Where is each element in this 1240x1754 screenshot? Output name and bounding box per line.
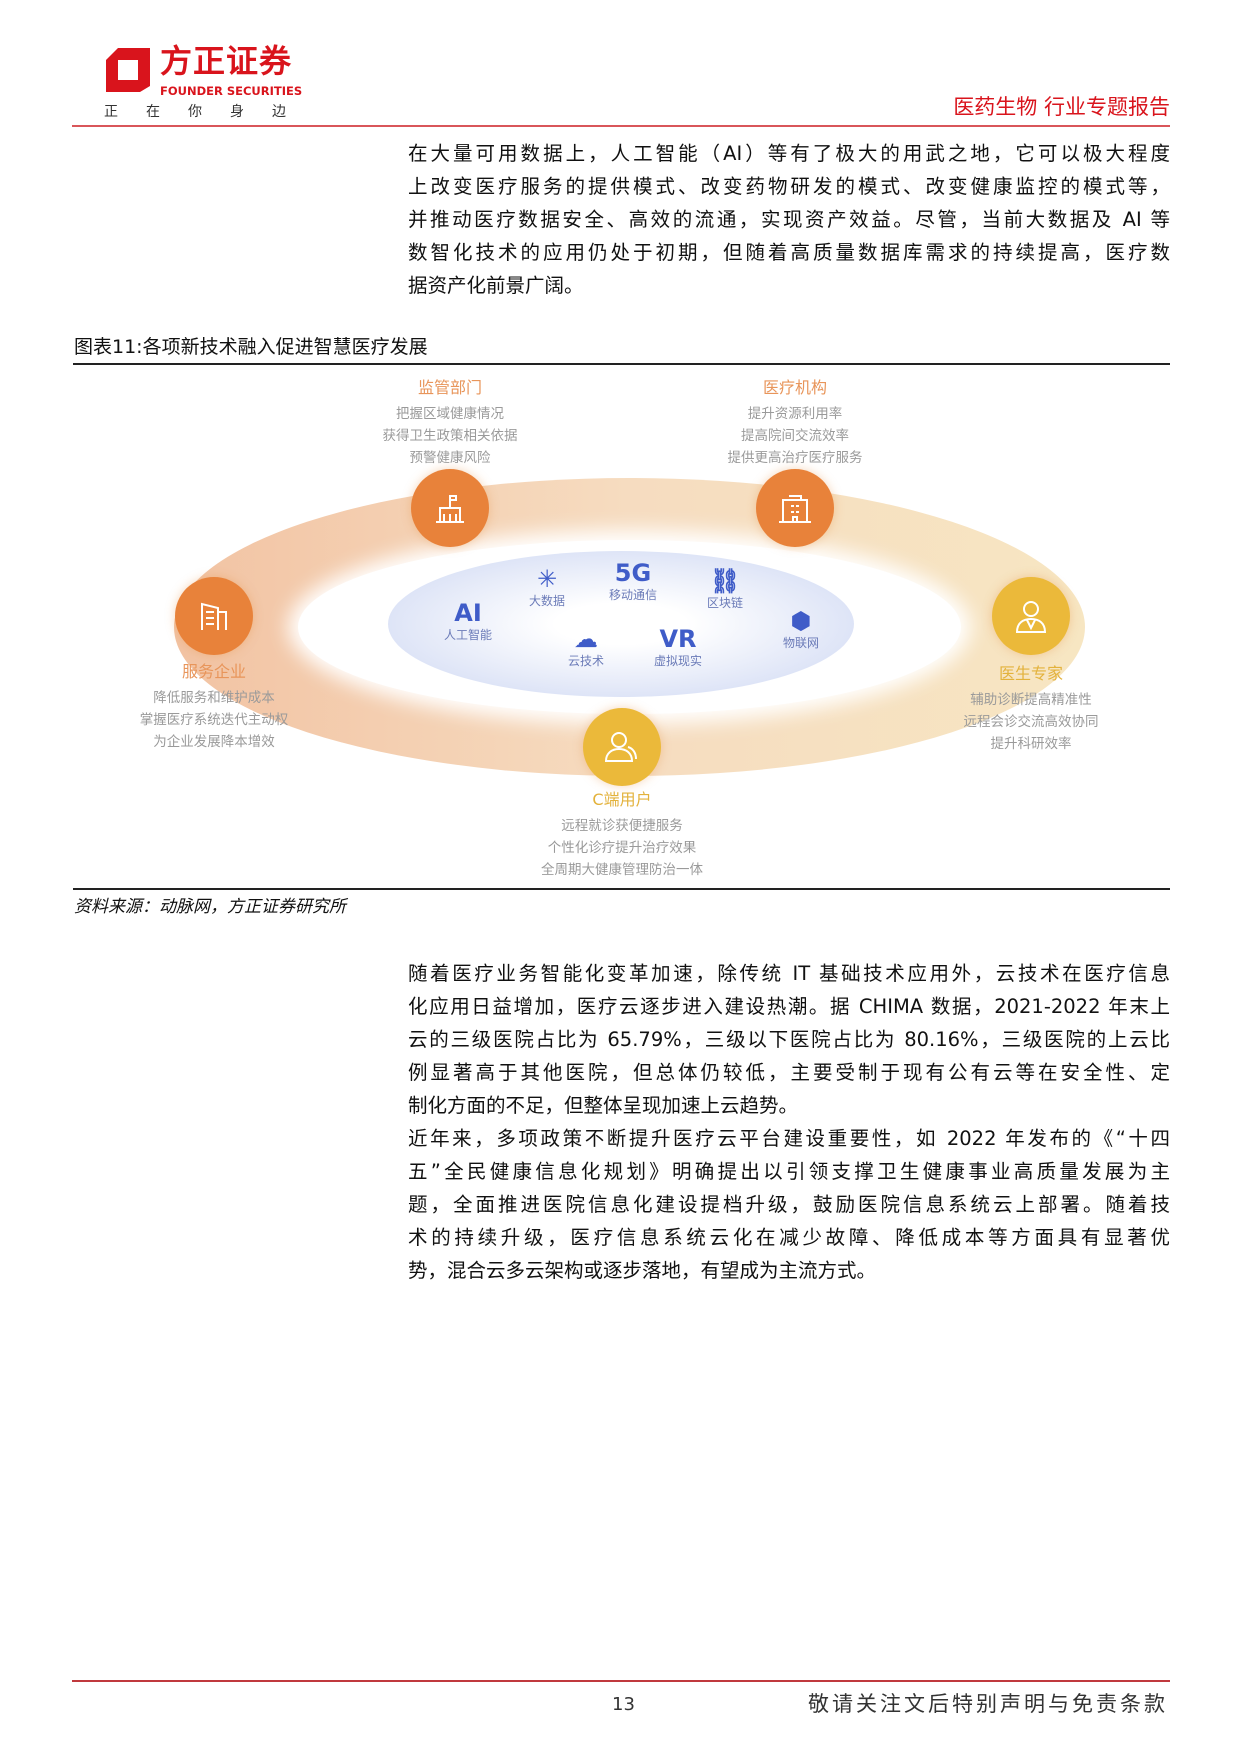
- report-type: 医药生物 行业专题报告: [953, 95, 1170, 119]
- technology-label: 云技术: [567, 654, 605, 668]
- text-line: 并推动医疗数据安全、高效的流通，实现资产效益。尽管，当前大数据及 AI 等: [408, 208, 1170, 231]
- footer-divider: [72, 1680, 1170, 1682]
- stakeholder-benefit: 获得卫生政策相关依据: [382, 428, 518, 444]
- stakeholder-doctor-icon: [992, 577, 1070, 655]
- stakeholder-benefit: 提升科研效率: [990, 736, 1072, 752]
- text-line: 在大量可用数据上，人工智能（AI）等有了极大的用武之地，它可以极大程度: [408, 142, 1170, 165]
- text-line: 势，混合云多云架构或逐步落地，有望成为主流方式。: [408, 1259, 877, 1282]
- technology-core: [388, 551, 854, 697]
- paragraph-2: 随着医疗业务智能化变革加速，除传统 IT 基础技术应用外，云技术在医疗信息化应用…: [408, 957, 1170, 1122]
- disclaimer-note: 敬请关注文后特别声明与免责条款: [808, 1692, 1168, 1716]
- founder-logo-icon: [106, 48, 150, 92]
- smart-healthcare-diagram: 监管部门把握区域健康情况获得卫生政策相关依据预警健康风险医疗机构提升资源利用率提…: [73, 366, 1170, 888]
- technology-label: 虚拟现实: [653, 654, 703, 668]
- slogan: 正在你身边: [104, 104, 314, 120]
- text-line: 云的三级医院占比为 65.79%，三级以下医院占比为 80.16%，三级医院的上…: [408, 1028, 1170, 1051]
- technology-label: 移动通信: [608, 588, 658, 602]
- text-line: 术的持续升级，医疗信息系统云化在减少故障、降低成本等方面具有显著优: [408, 1226, 1170, 1249]
- header-divider: [72, 125, 1170, 127]
- stakeholder-title: 监管部门: [417, 378, 483, 397]
- technology-label: 大数据: [528, 594, 566, 608]
- text-line: 制化方面的不足，但整体呈现加速上云趋势。: [408, 1094, 799, 1117]
- stakeholder-benefit: 提供更高治疗医疗服务: [727, 450, 863, 466]
- stakeholder-benefit: 把握区域健康情况: [396, 406, 504, 422]
- text-line: 五”全民健康信息化规划》明确提出以引领支撑卫生健康事业高质量发展为主: [408, 1160, 1170, 1183]
- text-line: 数智化技术的应用仍处于初期，但随着高质量数据库需求的持续提高，医疗数: [408, 241, 1170, 264]
- stakeholder-benefit: 降低服务和维护成本: [153, 690, 275, 706]
- stakeholder-benefit: 全周期大健康管理防治一体: [541, 862, 703, 878]
- stakeholder-title: 医生专家: [998, 664, 1064, 683]
- text-line: 题，全面推进医院信息化建设提档升级，鼓励医院信息系统云上部署。随着技: [408, 1193, 1170, 1216]
- stakeholder-title: 服务企业: [181, 662, 247, 681]
- stakeholder-benefit: 预警健康风险: [409, 450, 491, 466]
- page-number: 13: [612, 1694, 635, 1715]
- text-line: 据资产化前景广阔。: [408, 274, 584, 297]
- technology-icon: ⛓: [709, 567, 741, 595]
- stakeholder-user-icon: [583, 708, 661, 786]
- technology-label: 区块链: [706, 596, 744, 610]
- stakeholder-building-icon: [411, 469, 489, 547]
- text-line: 化应用日益增加，医疗云逐步进入建设热潮。据 CHIMA 数据，2021-2022…: [408, 995, 1170, 1018]
- technology-icon: VR: [659, 625, 697, 653]
- stakeholder-benefit: 远程就诊获便捷服务: [561, 818, 683, 834]
- stakeholder-hospital-icon: [756, 469, 834, 547]
- text-line: 随着医疗业务智能化变革加速，除传统 IT 基础技术应用外，云技术在医疗信息: [408, 962, 1170, 985]
- figure-source: 资料来源：动脉网，方正证券研究所: [74, 897, 346, 917]
- paragraph-1: 在大量可用数据上，人工智能（AI）等有了极大的用武之地，它可以极大程度上改变医疗…: [408, 137, 1170, 302]
- technology-item: ☁云技术: [568, 624, 604, 668]
- technology-label: 人工智能: [443, 628, 493, 642]
- stakeholder-benefit: 个性化诊疗提升治疗效果: [547, 840, 697, 856]
- stakeholder-office-icon: [175, 577, 253, 655]
- figure-bottom-rule: [73, 888, 1170, 890]
- stakeholder-benefit: 掌握医疗系统迭代主动权: [139, 712, 289, 728]
- figure-title: 图表11:各项新技术融入促进智慧医疗发展: [74, 336, 428, 358]
- logo-text-cn: 方正证券: [160, 42, 293, 80]
- logo-text-en: FOUNDER SECURITIES: [160, 84, 303, 98]
- technology-icon: AI: [454, 599, 482, 627]
- text-line: 例显著高于其他医院，但总体仍较低，主要受制于现有公有云等在安全性、定: [408, 1061, 1170, 1084]
- figure-top-rule: [73, 363, 1170, 365]
- technology-icon: ✳: [536, 565, 558, 593]
- text-line: 上改变医疗服务的提供模式、改变药物研发的模式、改变健康监控的模式等，: [408, 175, 1170, 198]
- stakeholder-benefit: 提升资源利用率: [747, 406, 843, 422]
- technology-item: ✳大数据: [529, 564, 565, 608]
- text-line: 近年来，多项政策不断提升医疗云平台建设重要性，如 2022 年发布的《“十四: [408, 1127, 1170, 1150]
- stakeholder-title: C端用户: [592, 790, 652, 809]
- technology-item: ⛓区块链: [707, 566, 743, 610]
- stakeholder-benefit: 提高院间交流效率: [741, 428, 849, 444]
- stakeholder-benefit: 为企业发展降本增效: [153, 734, 275, 750]
- paragraph-3: 近年来，多项政策不断提升医疗云平台建设重要性，如 2022 年发布的《“十四五”…: [408, 1122, 1170, 1287]
- technology-icon: 5G: [614, 559, 652, 587]
- stakeholder-benefit: 辅助诊断提高精准性: [970, 692, 1092, 708]
- technology-item: ⬢物联网: [783, 606, 819, 650]
- technology-label: 物联网: [782, 636, 820, 650]
- stakeholder-benefit: 远程会诊交流高效协同: [963, 714, 1099, 730]
- stakeholder-title: 医疗机构: [762, 378, 828, 397]
- technology-icon: ☁: [573, 625, 598, 653]
- technology-icon: ⬢: [790, 607, 812, 635]
